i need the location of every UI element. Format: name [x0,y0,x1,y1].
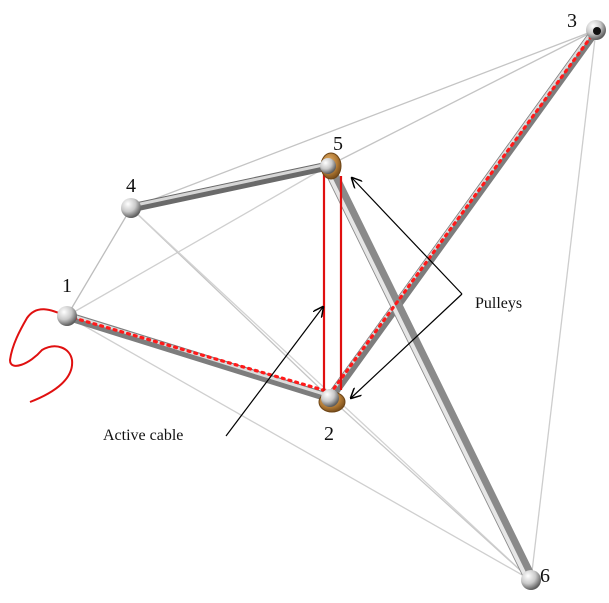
node-1 [57,306,77,326]
cable-5-3 [327,29,597,167]
node-label-6: 6 [540,565,550,587]
active-cable [8,28,598,403]
node-label-4: 4 [126,175,136,197]
node-label-1: 1 [62,275,72,297]
cable-4-3 [130,29,597,209]
node-labels: 1 2 3 4 5 6 [62,10,577,587]
node-label-3: 3 [567,10,577,32]
strut-4-5 [126,161,333,213]
active-cable-arrow [225,307,323,437]
active-cable-run-2-3 [328,28,598,396]
cable-3-6 [530,29,597,581]
nodes [57,20,606,590]
cable-2-6 [329,397,532,581]
annotation-arrows [225,178,463,437]
pulleys-label: Pulleys [475,295,522,312]
node-6 [521,570,541,590]
node-label-5: 5 [333,133,343,155]
active-cable-tail [8,308,74,403]
cable-1-5 [66,165,329,317]
node-3-core [593,27,601,35]
strut-1-2 [62,311,335,403]
node-label-2: 2 [324,423,334,445]
node-2 [321,389,339,407]
active-cable-label: Active cable [103,427,183,444]
node-5 [320,158,336,174]
cable-1-6 [66,315,532,581]
pulley-arrow-bottom [351,293,463,398]
cable-1-4 [66,207,132,317]
pulley-arrow-top [352,178,463,295]
node-4 [121,198,141,218]
strut-5-6 [322,160,537,586]
